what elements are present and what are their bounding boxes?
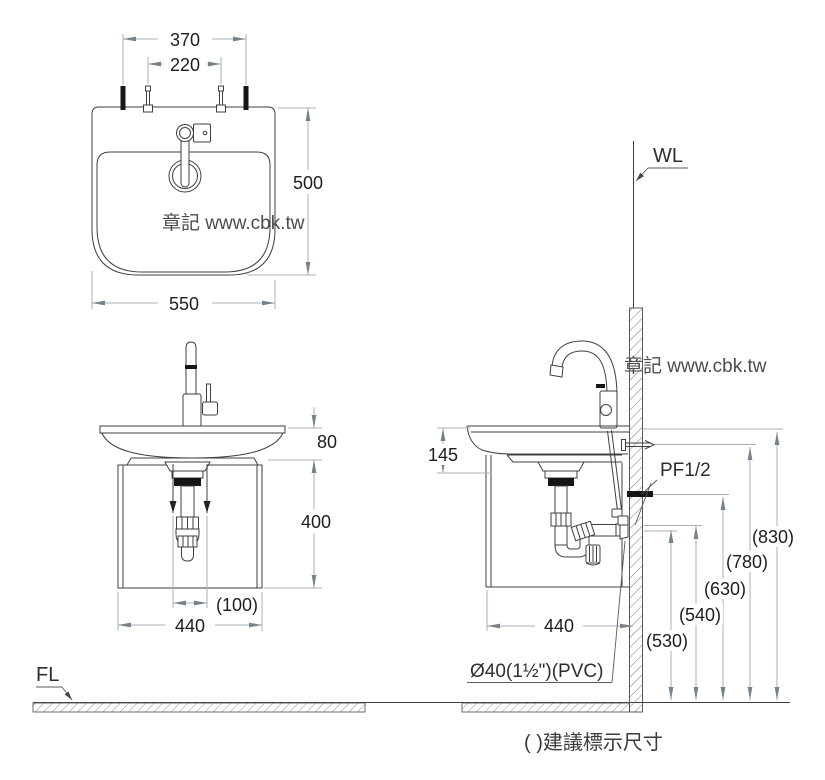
supply-hose (607, 429, 629, 526)
drain-trap-front (164, 461, 211, 562)
anchor-pointers-front (169, 464, 211, 513)
supply-stub-pf (627, 491, 653, 497)
front-view-dimensions: 80 400 (100) 440 (117, 407, 337, 636)
faucet-top-icon (176, 123, 211, 188)
cabinet-side (485, 455, 629, 588)
dim-height-780: (780) (726, 552, 768, 572)
sink-side-profile (466, 425, 630, 463)
dim-height-540: (540) (679, 605, 721, 625)
basin-top-view: 370 220 500 550 章記 www.cbk.tw (91, 28, 328, 314)
dim-rim-drop: 145 (428, 445, 458, 465)
dim-depth: 500 (293, 173, 323, 193)
dim-hole-span: 370 (170, 30, 200, 50)
faucet-hole-pin-right (216, 85, 226, 113)
floor-section: FL (32, 664, 790, 713)
top-view-dimensions: 370 220 500 550 (91, 28, 328, 314)
side-view-dimensions: 145 (830) (780) (630) (540) (530) (423, 427, 796, 700)
floor-hatch-left (32, 702, 366, 713)
label-fl: FL (36, 664, 59, 686)
basin-side-view: 145 (830) (780) (630) (540) (530) (423, 340, 796, 700)
watermark-side: 章記 www.cbk.tw (624, 355, 767, 377)
drain-trap-side (537, 461, 629, 566)
wall-section: WL (629, 141, 688, 713)
wall-hatch (629, 307, 643, 713)
dim-height-630: (630) (704, 579, 746, 599)
rim-front (99, 425, 286, 434)
label-drain-pipe: Ø40(1½")(PVC) (470, 661, 603, 682)
dim-cabinet-depth: 440 (544, 616, 574, 636)
faucet-front-icon (182, 341, 218, 429)
dim-height-830: (830) (752, 527, 794, 547)
anchor-bolt (621, 439, 656, 451)
dim-rim-height: 80 (317, 432, 337, 452)
side-view-labels: PF1/2 Ø40(1½")(PVC) (467, 460, 711, 683)
faucet-side-icon (549, 340, 618, 429)
floor-hatch-right (461, 702, 630, 713)
dim-drain-offset: (100) (216, 595, 258, 615)
basin-inner-bowl (96, 151, 271, 273)
note-legend: ( )建議標示尺寸 (524, 731, 663, 754)
bowl-underside (101, 432, 284, 459)
dim-cabinet-height: 400 (301, 512, 331, 532)
faucet-hole-pin-left (143, 85, 153, 113)
label-wl: WL (653, 145, 683, 167)
anchor-mark-left (120, 86, 126, 110)
dim-faucet-span: 220 (170, 55, 200, 75)
basin-front-view: 80 400 (100) 440 (99, 341, 337, 636)
label-pf12: PF1/2 (660, 460, 711, 481)
dim-cabinet-width: 440 (175, 616, 205, 636)
anchor-mark-right (243, 86, 249, 110)
dim-height-530: (530) (646, 631, 688, 651)
watermark-top: 章記 www.cbk.tw (162, 212, 305, 234)
dim-width: 550 (169, 294, 199, 314)
